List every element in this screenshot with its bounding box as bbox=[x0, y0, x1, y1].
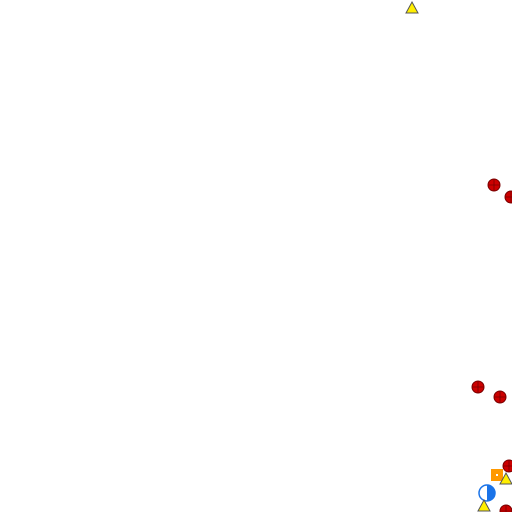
map-marker-circle[interactable] bbox=[502, 459, 512, 473]
map-marker-circle[interactable] bbox=[504, 190, 512, 204]
map-marker-square[interactable] bbox=[491, 469, 503, 481]
map-marker-circle[interactable] bbox=[499, 504, 512, 512]
map-marker-circle[interactable] bbox=[487, 178, 501, 192]
map-marker-circle[interactable] bbox=[471, 380, 485, 394]
map-marker-circle[interactable] bbox=[493, 390, 507, 404]
map-marker-current-location[interactable] bbox=[478, 484, 496, 502]
map-marker-triangle[interactable] bbox=[477, 498, 491, 512]
map-marker-triangle[interactable] bbox=[405, 0, 419, 14]
map-marker-triangle[interactable] bbox=[499, 471, 512, 485]
